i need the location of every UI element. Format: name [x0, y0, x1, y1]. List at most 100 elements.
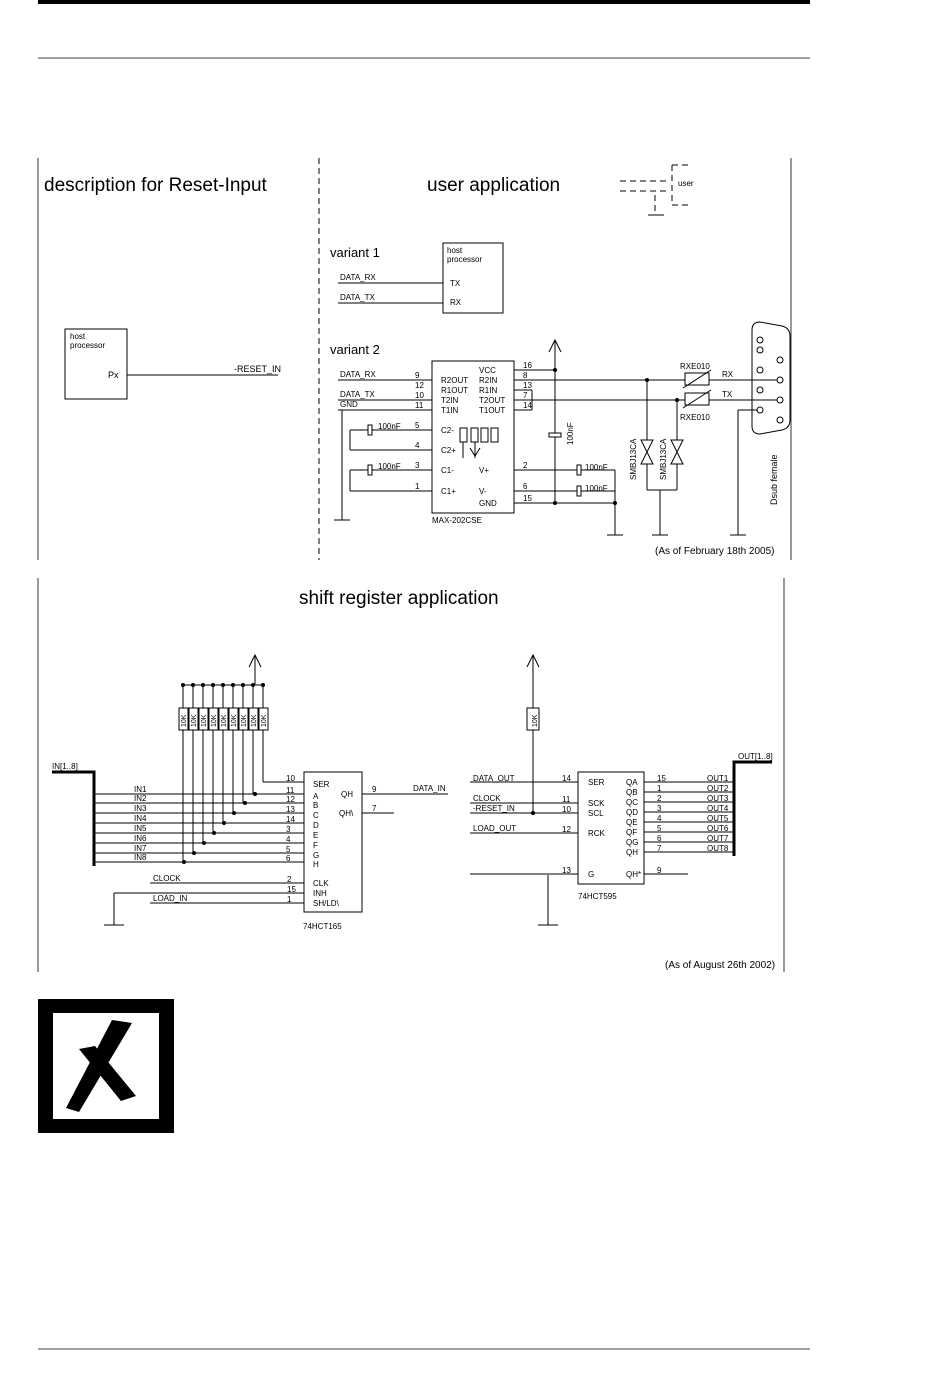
in-line-label: IN6 — [134, 834, 147, 843]
max202-left-pin-num: 10 — [415, 391, 424, 400]
cap-vplus-label: 100nF — [585, 463, 608, 472]
dsub-connector — [730, 321, 791, 536]
chip595-left-pin-name: SCL — [588, 809, 604, 818]
chip595-left-pin-name: RCK — [588, 829, 606, 838]
chip165-ctl-num: 15 — [287, 885, 296, 894]
chip-74hct165 — [303, 771, 363, 913]
max202-right-pin-num: 7 — [523, 391, 528, 400]
chip165-qh: QH — [341, 790, 353, 799]
chip595-left-pin-num: 13 — [562, 866, 571, 875]
chip595-right-pin-name: QD — [626, 808, 638, 817]
chip595-right-pin-name: QC — [626, 798, 638, 807]
in-line-label: IN7 — [134, 844, 147, 853]
rnet-resistor-label: 10K — [181, 714, 188, 727]
variant1-tx-pin: TX — [450, 279, 461, 288]
out-line-label: OUT5 — [707, 814, 729, 823]
out-line-label: OUT7 — [707, 834, 729, 843]
reset-host-processor — [64, 328, 128, 400]
chip165-pin-name: SER — [313, 780, 330, 789]
rnet-resistor-label: 10K — [221, 714, 228, 727]
max202-right-pin-name: T2OUT — [479, 396, 505, 405]
shift-panel-title: shift register application — [299, 588, 499, 609]
in-line-label: IN1 — [134, 785, 147, 794]
variant1-rx-pin: RX — [450, 298, 462, 307]
tvs-diodes — [640, 378, 684, 536]
out-bus-label: OUT[1..8] — [738, 752, 773, 761]
chip165-pin-num: 14 — [286, 815, 295, 824]
cap-c2-label: 100nF — [378, 422, 401, 431]
diode2-label: SMBJ13CA — [659, 438, 668, 480]
reset-signal-label: -RESET_IN — [234, 364, 281, 374]
pullup-arrow — [248, 653, 262, 668]
in-junction — [243, 801, 247, 805]
rnet-resistor-label: 10K — [231, 714, 238, 727]
chip595-right-pin-num: 3 — [657, 804, 662, 813]
chip165-pin-name: G — [313, 851, 319, 860]
max202-left-pin-name: C2+ — [441, 446, 456, 455]
reset-in-label: -RESET_IN — [473, 804, 515, 813]
in-line-label: IN8 — [134, 853, 147, 862]
chip165-pin-num: 12 — [286, 795, 295, 804]
supply-cap-label: 100nF — [566, 422, 575, 445]
out-line-label: OUT1 — [707, 774, 729, 783]
max202-right-pin-name: VCC — [479, 366, 496, 375]
chip595-right-pin-num: 7 — [657, 844, 662, 853]
rnet-resistor-label: 10K — [241, 714, 248, 727]
clock-in-label: CLOCK — [153, 874, 181, 883]
max202-left-pin-num: 1 — [415, 482, 420, 491]
max202-left-pin-name: T2IN — [441, 396, 459, 405]
tx-label: TX — [722, 390, 733, 399]
clock-out-label: CLOCK — [473, 794, 501, 803]
chip595-right-pin-num: 6 — [657, 834, 662, 843]
chip165-qhn-num: 7 — [372, 804, 377, 813]
rnet-resistor-label: 10K — [201, 714, 208, 727]
max202-right-pin-num: 14 — [523, 401, 532, 410]
variant1-host-processor — [442, 242, 504, 314]
variant1-heading: variant 1 — [330, 245, 380, 260]
chip595-right-pin-num: 1 — [657, 784, 662, 793]
chip165-pin-name: D — [313, 821, 319, 830]
chip165-ctl-name: SH/LD\ — [313, 899, 340, 908]
load-in-label: LOAD_IN — [153, 894, 187, 903]
chip165-pin-name: F — [313, 841, 318, 850]
chip165-qh-num: 9 — [372, 785, 377, 794]
chip165-pin-num: 4 — [286, 835, 291, 844]
in-line-label: IN4 — [134, 814, 147, 823]
variant2-data-tx: DATA_TX — [340, 390, 375, 399]
shift-panel: shift register application IN[1..8] IN1I… — [37, 578, 785, 972]
dsub-label: Dsub female — [769, 454, 779, 505]
chip595-left-pin-name: SER — [588, 778, 605, 787]
supply-cap — [548, 432, 562, 438]
out-line-label: OUT8 — [707, 844, 729, 853]
chip165-pin-num: 13 — [286, 805, 295, 814]
variant2-data-rx: DATA_RX — [340, 370, 376, 379]
top-date: (As of February 18th 2005) — [655, 546, 775, 557]
reset-port-label: Px — [108, 370, 119, 380]
chip595-right-pin-num: 9 — [657, 866, 662, 875]
diode1-label: SMBJ13CA — [629, 438, 638, 480]
load-out-label: LOAD_OUT — [473, 824, 516, 833]
chip165-pin-num: 5 — [286, 845, 291, 854]
chip165-ctl-num: 1 — [287, 895, 292, 904]
chip165-ctl-name: INH — [313, 889, 327, 898]
max202-left-pin-name: C1- — [441, 466, 454, 475]
variant2-heading: variant 2 — [330, 342, 380, 357]
chip595-left-pin-num: 11 — [562, 795, 571, 804]
chip165-pin-num: 10 — [286, 774, 295, 783]
cap-c2 — [349, 424, 432, 451]
reset-resistor — [526, 707, 540, 731]
chip165-pin-name: A — [313, 792, 319, 801]
chip595-right-pin-name: QH — [626, 848, 638, 857]
max202-left-pin-num: 5 — [415, 421, 420, 430]
rxe-top-label: RXE010 — [680, 362, 710, 371]
chip595-right-pin-name: QH* — [626, 870, 641, 879]
user-legend-symbol — [620, 164, 688, 216]
rnet-resistor-label: 10K — [191, 714, 198, 727]
max202-left-pins: 9R2OUT12R1OUT10T2IN11T1IN5C2-4C2+3C1-1C1… — [415, 371, 468, 496]
chip595-right-pin-num: 2 — [657, 794, 662, 803]
